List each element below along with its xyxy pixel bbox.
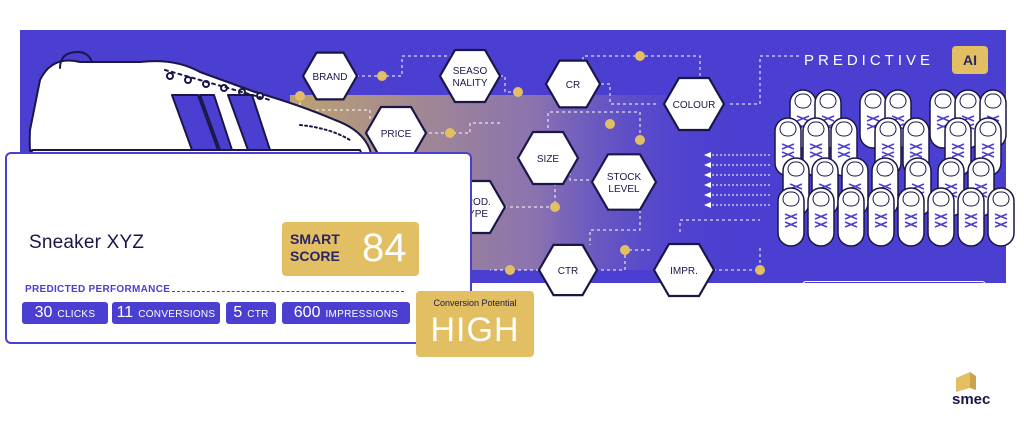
arrow-head <box>704 202 711 208</box>
neighbour-shoe <box>957 187 985 247</box>
predicted-performance-rule <box>172 291 404 292</box>
metric-conversions: 11 CONVERSIONS <box>112 302 220 324</box>
connector-dot <box>635 135 645 145</box>
connector-dot <box>377 71 387 81</box>
hex-label: STOCK <box>607 172 642 183</box>
ai-badge: AI <box>952 46 988 74</box>
metric-impressions: 600 IMPRESSIONS <box>282 302 410 324</box>
hex-shape <box>590 153 658 211</box>
neighbour-shoe <box>777 187 805 247</box>
hex-label: CR <box>566 80 580 91</box>
smec-logo-mark <box>956 372 976 392</box>
hex-shape <box>438 48 502 104</box>
arrow-head <box>704 192 711 198</box>
metric-unit: IMPRESSIONS <box>325 309 399 320</box>
arrow-group <box>704 152 770 208</box>
neighbour-shoe <box>897 187 925 247</box>
connector-dot <box>295 91 305 101</box>
metric-value: 600 <box>293 304 321 321</box>
connector-dot <box>550 202 560 212</box>
hex-label: CTR <box>558 266 579 277</box>
hex-label: SEASO <box>453 66 488 77</box>
connector-dot <box>505 265 515 275</box>
factor-hex-ctr: CTR <box>537 243 599 297</box>
connector-dot <box>755 265 765 275</box>
predictive-heading: PREDICTIVE <box>804 52 935 69</box>
connector-dot <box>605 119 615 129</box>
product-neighbourhood-label: PRODUCT NEIGHBOURHOOD <box>802 281 986 303</box>
hex-label: BRAND <box>312 72 347 83</box>
hex-label: NALITY <box>452 78 487 89</box>
smart-score-value: 84 <box>362 226 407 270</box>
hex-label: PRICE <box>381 129 412 140</box>
hex-label: IMPR. <box>670 266 698 277</box>
metric-unit: CLICKS <box>57 309 96 320</box>
conversion-potential-badge: Conversion Potential HIGH <box>416 291 534 357</box>
factor-hex-size: SIZE <box>516 130 580 186</box>
hex-label: COLOUR <box>673 100 716 111</box>
conversion-potential-label: Conversion Potential <box>433 298 517 308</box>
metric-value: 11 <box>116 304 134 321</box>
connector-dot <box>445 128 455 138</box>
metric-value: 30 <box>34 304 53 321</box>
connector-dots <box>295 51 765 275</box>
neighbour-shoe <box>987 187 1015 247</box>
connector-dot <box>620 245 630 255</box>
metric-unit: CONVERSIONS <box>138 309 216 320</box>
arrow-head <box>704 172 711 178</box>
predicted-performance-label: PREDICTED PERFORMANCE <box>25 284 171 295</box>
arrow-head <box>704 152 711 158</box>
hex-shape <box>652 242 716 298</box>
hex-label: SIZE <box>537 154 560 165</box>
connector-dot <box>513 87 523 97</box>
arrow-head <box>704 182 711 188</box>
product-card: Sneaker XYZ SMART SCORE 84 PREDICTED PER… <box>5 152 472 344</box>
metric-ctr: 5 CTR <box>226 302 276 324</box>
hex-shape <box>301 51 359 101</box>
hex-label: PROD. <box>459 197 491 208</box>
hex-label: LEVEL <box>608 184 640 195</box>
factor-hex-cr: CR <box>544 59 602 109</box>
neighbour-shoe <box>807 187 835 247</box>
conversion-potential-value: HIGH <box>430 311 520 349</box>
metric-value: 5 <box>233 304 243 321</box>
metric-clicks: 30 CLICKS <box>22 302 108 324</box>
hex-shape <box>544 59 602 109</box>
hex-shape <box>537 243 599 297</box>
product-neighbourhood <box>774 89 1015 247</box>
connector-dot <box>635 51 645 61</box>
neighbour-shoe <box>867 187 895 247</box>
factor-hex-brand: BRAND <box>301 51 359 101</box>
hex-label: TYPE <box>462 209 488 220</box>
hex-shape <box>662 76 726 132</box>
neighbour-shoe <box>837 187 865 247</box>
factor-hex-impr: IMPR. <box>652 242 716 298</box>
neighbour-shoe <box>927 187 955 247</box>
hex-shape <box>516 130 580 186</box>
product-name: Sneaker XYZ <box>29 232 145 253</box>
factor-hex-colour: COLOUR <box>662 76 726 132</box>
smec-logo-text: smec <box>952 391 991 408</box>
smart-score-badge: SMART SCORE 84 <box>282 222 419 276</box>
metric-unit: CTR <box>247 309 269 320</box>
arrow-head <box>704 162 711 168</box>
smart-score-label: SMART SCORE <box>290 231 340 264</box>
